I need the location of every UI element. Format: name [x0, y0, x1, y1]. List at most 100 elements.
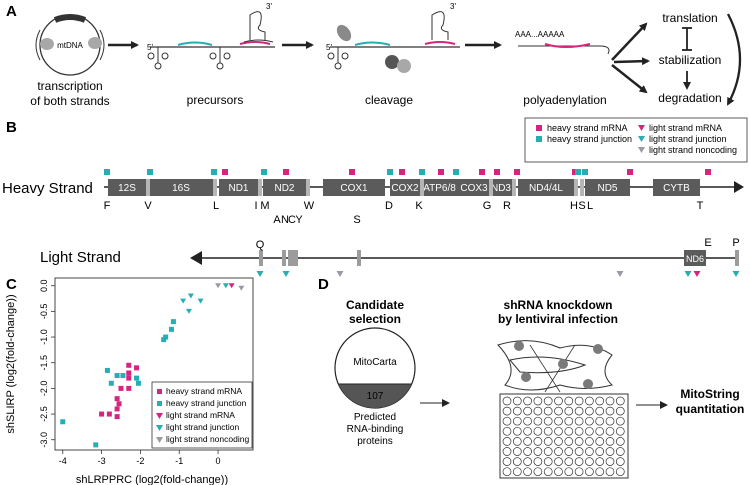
gene-box: [585, 179, 630, 196]
flow-arrow: [611, 22, 648, 61]
polyadenylation-illustration: AAA...AAAAA: [515, 30, 610, 55]
scatter-legend-heavy-junction: heavy strand junction: [166, 398, 247, 408]
plate-well: [533, 447, 543, 456]
plate-well: [523, 406, 532, 416]
gene-box: [684, 250, 706, 266]
light-trna-tick: [259, 250, 263, 266]
heavy-trna-label: D: [385, 200, 393, 212]
data-point-square: [126, 362, 132, 368]
probe-square-marker: [438, 169, 444, 175]
plate-well: [564, 467, 574, 477]
probe-square-marker: [419, 169, 425, 175]
plate-well: [574, 426, 584, 436]
heavy-trna-label: I: [254, 200, 257, 212]
legend-marker-triangle: [638, 125, 645, 131]
heavy-trna-label: L: [587, 200, 593, 212]
plate-well: [574, 457, 584, 466]
candidate-selection-title-2: selection: [349, 312, 401, 326]
legend-marker-triangle: [156, 413, 163, 419]
plate-well: [595, 437, 605, 446]
plot-points: [60, 283, 245, 448]
x-tick-label: -1: [175, 456, 183, 466]
plate-well: [605, 437, 615, 446]
plate-well: [574, 406, 584, 416]
heavy-trna-label: M: [260, 200, 269, 212]
cleavage-enzyme: [336, 24, 352, 42]
five-prime-label: 5': [147, 43, 153, 52]
y-tick-label: 0.0: [39, 279, 49, 292]
y-tick-label: -1.0: [39, 329, 49, 345]
panel-label-a: A: [6, 3, 17, 20]
step-caption-cleavage: cleavage: [365, 93, 413, 107]
plate-well: [585, 416, 594, 426]
x-tick-label: 0: [216, 456, 221, 466]
data-point-triangle: [185, 308, 192, 314]
plate-well: [543, 416, 553, 426]
light-trna-label: C: [288, 214, 296, 226]
plate-well: [523, 396, 532, 406]
plate-well: [605, 406, 615, 416]
mitocarta-venn: MitoCarta 107: [334, 327, 416, 409]
mitostring-title-2: quantitation: [676, 402, 745, 416]
heavy-trna-label: W: [304, 200, 315, 212]
precursor-illustration: 5' 3': [147, 2, 275, 70]
data-point-triangle: [222, 283, 229, 289]
plot-frame: [54, 277, 254, 451]
plate-well: [502, 426, 512, 436]
panel-b: B heavy strand mRNA heavy strand junctio…: [2, 117, 748, 277]
cleavage-enzyme: [385, 55, 399, 69]
trna-separator: [146, 179, 150, 196]
mtdna-illustration: mtDNA: [35, 14, 105, 76]
rbp-caption-3: proteins: [357, 436, 393, 447]
scatter-legend-light-noncoding: light strand noncoding: [166, 434, 249, 444]
plate-well: [585, 396, 594, 406]
probe-triangle-marker: [693, 271, 701, 277]
plate-well: [574, 437, 584, 446]
plate-well: [564, 406, 574, 416]
data-point-triangle: [187, 293, 194, 299]
heavy-trna-label: S: [578, 200, 585, 212]
plate-well: [615, 467, 625, 477]
probe-square-marker: [453, 169, 459, 175]
plate-well: [533, 437, 543, 446]
data-point-triangle: [180, 298, 187, 304]
plate-well: [605, 396, 615, 406]
fate-translation: translation: [662, 11, 717, 25]
plate-well: [554, 457, 563, 466]
plate-well: [523, 426, 532, 436]
infected-cells-illustration: [497, 340, 614, 393]
data-point-square: [135, 380, 141, 386]
gene-box: [149, 179, 213, 196]
probe-markers: [104, 169, 740, 277]
plate-well: [543, 457, 553, 466]
candidate-selection-title: Candidate: [346, 298, 404, 312]
data-point-square: [114, 406, 120, 412]
plate-well: [605, 426, 615, 436]
trna-separator: [213, 179, 217, 196]
polymerase-blob: [40, 38, 54, 50]
light-trna-tick: [291, 250, 295, 266]
plate-well: [554, 437, 563, 446]
data-point-square: [168, 326, 174, 332]
96-well-plate: [499, 393, 629, 479]
plate-well: [502, 437, 512, 446]
probe-square-marker: [387, 169, 393, 175]
three-prime-label: 3': [266, 2, 272, 11]
probe-square-marker: [514, 169, 520, 175]
y-tick-label: -2.5: [39, 406, 49, 422]
plate-well: [533, 467, 543, 477]
light-strand-label: Light Strand: [40, 249, 121, 266]
plate-well: [595, 447, 605, 456]
heavy-trna-label: L: [213, 200, 219, 212]
plate-well: [533, 457, 543, 466]
plate-well: [605, 447, 615, 456]
plate-well: [554, 416, 563, 426]
plate-well: [554, 396, 563, 406]
plate-well: [543, 437, 553, 446]
trna-separator: [306, 179, 310, 196]
light-strand-arrowhead: [190, 251, 202, 265]
plate-well: [502, 396, 512, 406]
data-point-square: [118, 385, 124, 391]
